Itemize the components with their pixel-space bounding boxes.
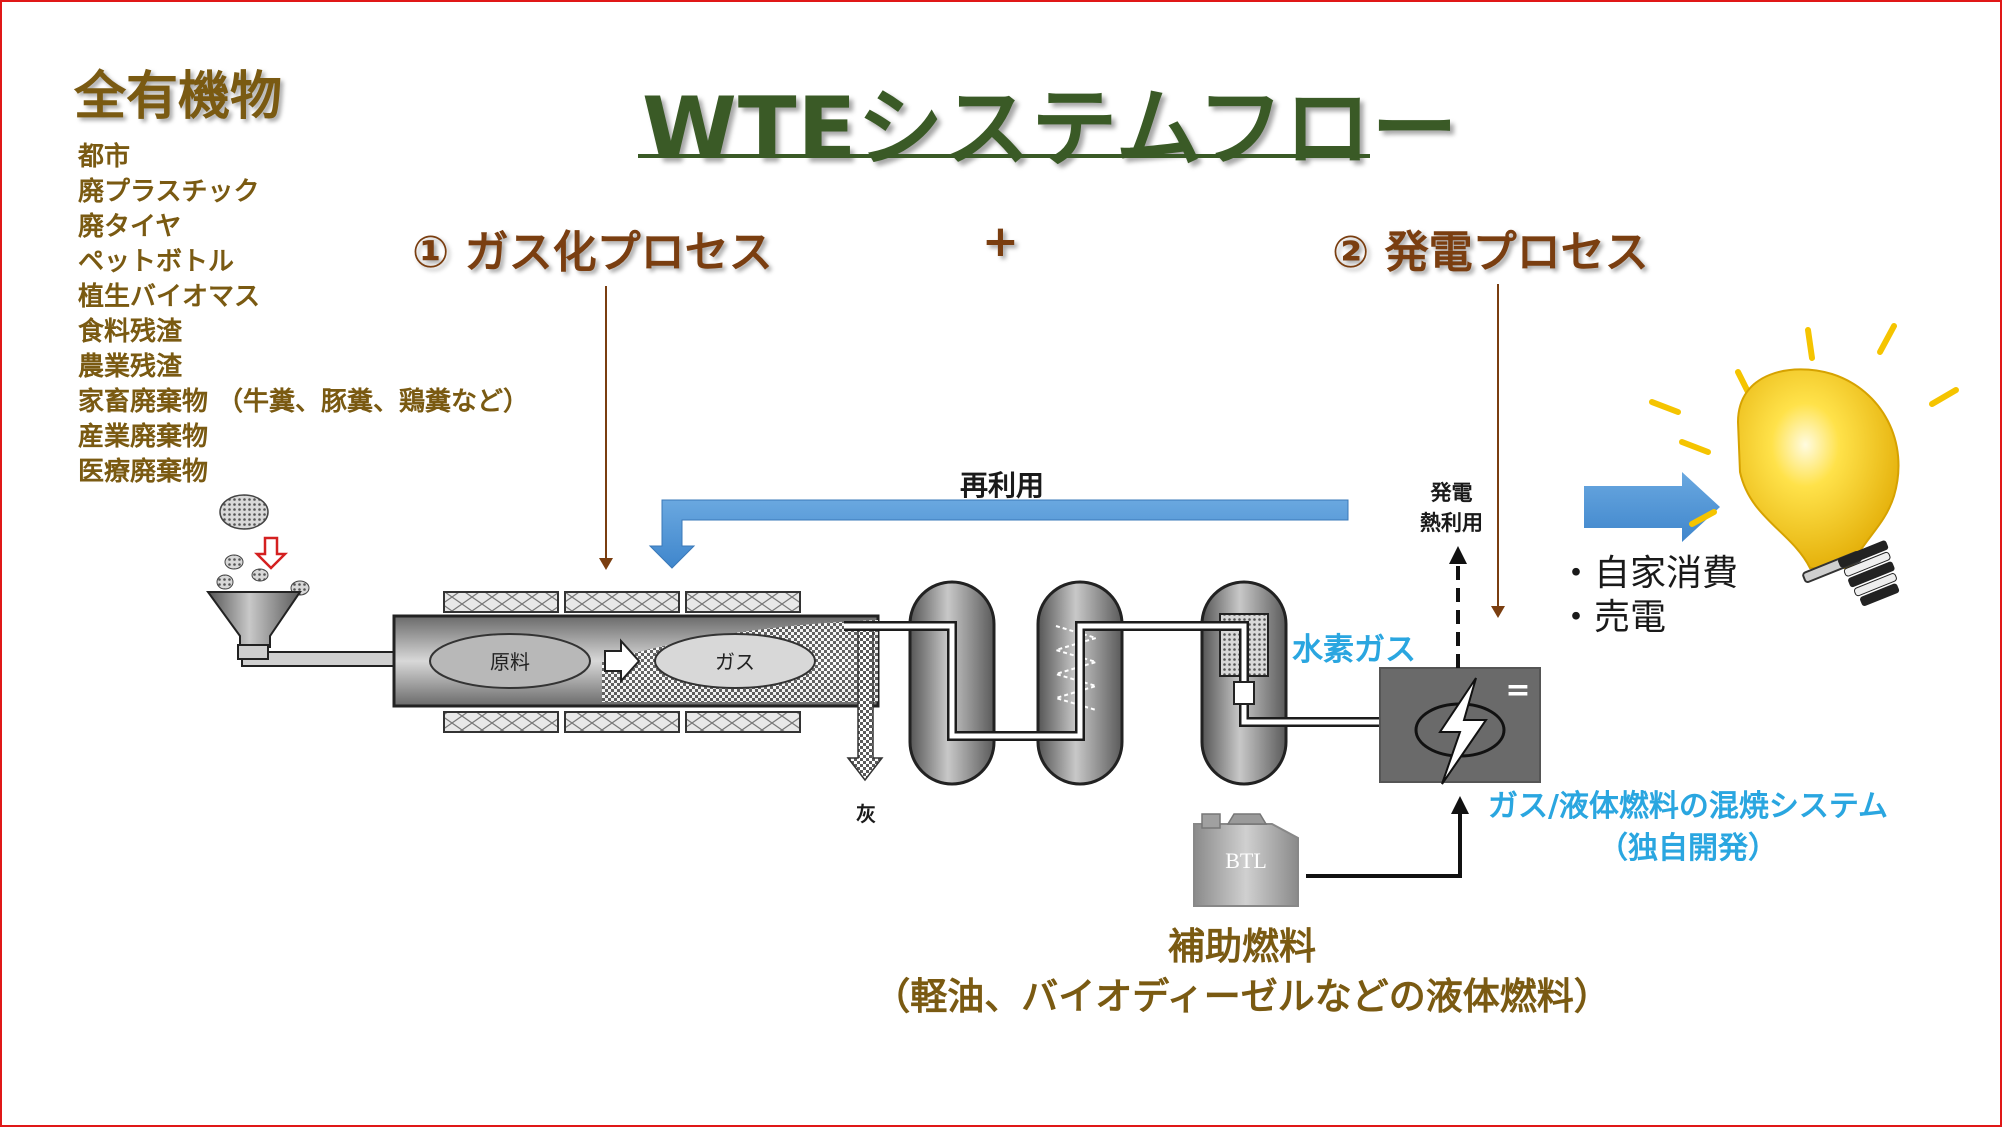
reuse-arrow	[648, 499, 1349, 569]
title-underline	[638, 154, 1370, 158]
page-title: WTEシステムフロー	[642, 79, 1459, 179]
auxiliary-fuel-note: （軽油、バイオディーゼルなどの液体燃料）	[873, 975, 1611, 1018]
feedstock-item: 産業廃棄物	[78, 422, 209, 452]
feedstock-heading: 全有機物	[74, 67, 283, 127]
feedstock-pile	[219, 494, 269, 530]
reuse-label: 再利用	[960, 469, 1045, 502]
gas-zone-label: ガス	[715, 650, 755, 674]
feedstock-item: 医療廃棄物	[78, 457, 209, 487]
heat-use-label: 熱利用	[1420, 511, 1483, 535]
raw-material-label: 原料	[490, 650, 530, 674]
gasification-process-label: ① ガス化プロセス	[412, 227, 773, 278]
conversion-arrow	[604, 638, 641, 684]
output-item: ・売電	[1558, 597, 1667, 638]
aux-fuel-line	[1306, 812, 1462, 878]
output-list: ・自家消費 ・売電	[1558, 552, 1738, 640]
feedstock-item: 廃プラスチック	[78, 177, 260, 207]
power-label: 発電	[1430, 481, 1473, 505]
feedstock-item: 家畜廃棄物 （牛糞、豚糞、鶏糞など）	[78, 387, 530, 417]
feedstock-item: 都市	[78, 142, 131, 172]
generator-equals-sign: =	[1505, 673, 1530, 708]
hopper	[206, 591, 302, 648]
feedstock-item: 農業残渣	[78, 352, 183, 382]
cofiring-title: ガス/液体燃料の混焼システム	[1487, 789, 1889, 824]
plus-sign: +	[982, 216, 1019, 267]
raw-material-zone	[429, 633, 591, 689]
ash-label: 灰	[856, 802, 876, 826]
cofiring-system-label: ガス/液体燃料の混焼システム （独自開発）	[1478, 786, 1898, 870]
power-process-label: ② 発電プロセス	[1332, 227, 1649, 278]
cofiring-note: （独自開発）	[1598, 831, 1778, 866]
feedstock-item: 植生バイオマス	[78, 282, 261, 312]
feedstock-item: 廃タイヤ	[78, 212, 182, 242]
reactor-heaters-top	[443, 591, 801, 613]
feedstock-list: 都市 廃プラスチック 廃タイヤ ペットボトル 植生バイオマス 食料残渣 農業残渣…	[78, 140, 529, 490]
lightning-icon	[1438, 677, 1488, 785]
auxiliary-fuel-title: 補助燃料	[1168, 925, 1316, 968]
feedstock-item: 食料残渣	[78, 317, 183, 347]
lightbulb-icon	[1649, 323, 1959, 607]
btl-label: BTL	[1225, 848, 1267, 873]
output-arrow	[1584, 472, 1720, 542]
power-heat-label: 発電 熱利用	[1420, 478, 1483, 538]
feedstock-item: ペットボトル	[78, 247, 235, 277]
ash-chute	[846, 623, 884, 782]
reactor-heaters-bottom	[443, 711, 801, 733]
output-item: ・自家消費	[1558, 553, 1739, 594]
gas-zone	[654, 633, 816, 689]
hydrogen-gas-label: 水素ガス	[1292, 632, 1416, 668]
feed-arrow	[253, 536, 289, 570]
auxiliary-fuel-label: 補助燃料 （軽油、バイオディーゼルなどの液体燃料）	[822, 922, 1662, 1022]
